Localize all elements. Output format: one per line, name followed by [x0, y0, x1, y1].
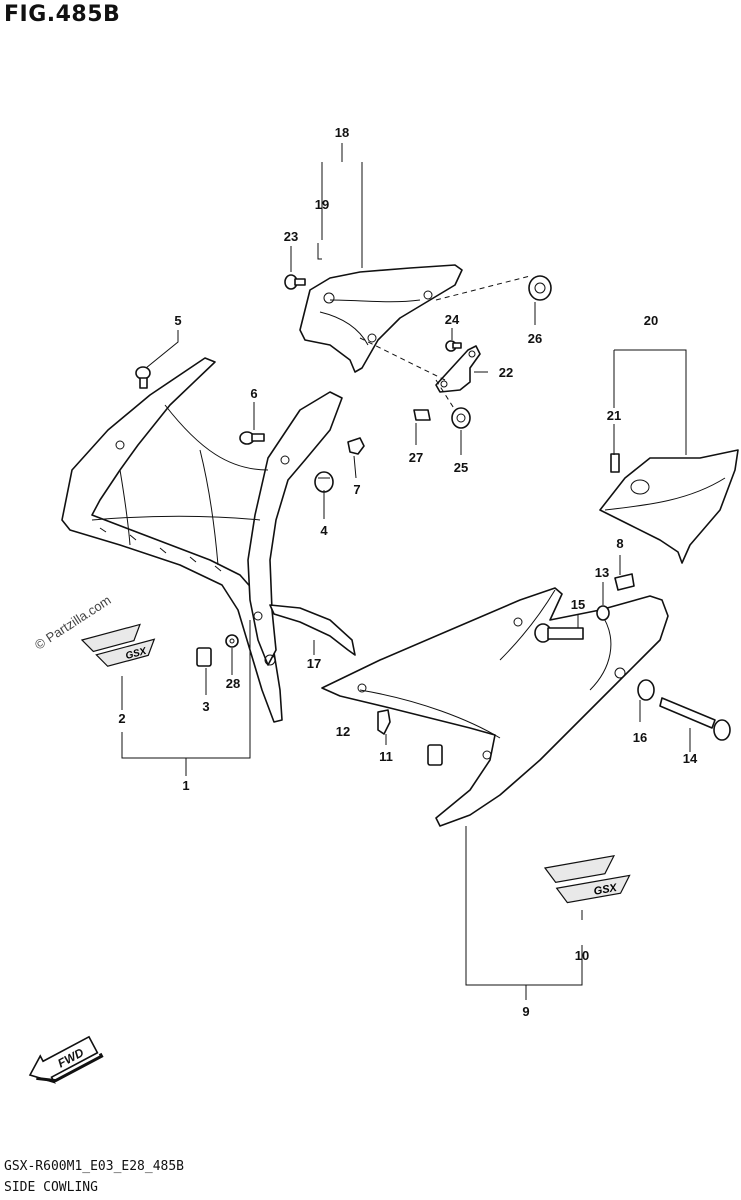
callout-11: 11 — [379, 749, 393, 764]
callout-8: 8 — [616, 536, 623, 551]
fwd-arrow: FWD — [28, 1035, 104, 1084]
well-nut-part — [314, 471, 334, 493]
callout-10: 10 — [575, 948, 589, 963]
grommet-part — [225, 634, 239, 648]
grommet-part-25 — [451, 407, 471, 429]
callout-6: 6 — [250, 386, 257, 401]
screw-part-24 — [445, 340, 462, 352]
bolt-part-14 — [659, 697, 731, 741]
callout-numbers: 18 19 23 5 24 26 20 22 6 21 27 25 7 4 8 … — [118, 125, 698, 1019]
callout-24: 24 — [445, 312, 460, 327]
callout-21: 21 — [607, 408, 621, 423]
callout-20: 20 — [644, 313, 658, 328]
screw-part-23 — [284, 274, 306, 290]
tape-part-8 — [614, 573, 635, 591]
screw-part-6 — [239, 431, 265, 445]
clip-part — [196, 647, 212, 667]
collar-part-16 — [637, 679, 655, 701]
washer-part-13 — [596, 605, 610, 621]
callout-17: 17 — [307, 656, 321, 671]
callout-28: 28 — [226, 676, 240, 691]
assembly-line — [435, 275, 531, 301]
callout-12: 12 — [336, 724, 350, 739]
callout-16: 16 — [633, 730, 647, 745]
figure-name: SIDE COWLING — [4, 1180, 98, 1195]
grommet-part-26 — [528, 275, 552, 301]
cap-part-7 — [347, 437, 365, 455]
side-cowling-front-part — [61, 357, 343, 723]
callout-25: 25 — [454, 460, 468, 475]
callout-7: 7 — [353, 482, 360, 497]
tape-part-27 — [413, 409, 431, 421]
callout-1: 1 — [182, 778, 189, 793]
inner-panel-part — [299, 264, 463, 373]
emblem-rear: GSX — [543, 855, 631, 904]
callout-15: 15 — [571, 597, 585, 612]
assembly-line — [435, 379, 456, 411]
assembly-line — [359, 337, 446, 381]
callout-13: 13 — [595, 565, 609, 580]
emblem-rear-text: GSX — [593, 882, 619, 898]
callout-2: 2 — [118, 711, 125, 726]
callout-3: 3 — [202, 699, 209, 714]
callout-14: 14 — [683, 751, 698, 766]
clip-part-19 — [317, 243, 322, 260]
leader-lines — [121, 143, 691, 1000]
callout-22: 22 — [499, 365, 513, 380]
screw-part-5 — [135, 366, 151, 389]
figure-code: GSX-R600M1_E03_E28_485B — [4, 1159, 185, 1174]
emblem-front: GSX — [80, 623, 156, 667]
side-cowling-rear-part — [321, 587, 669, 827]
callout-4: 4 — [320, 523, 328, 538]
bolt-part-15 — [534, 623, 584, 643]
callout-19: 19 — [315, 197, 329, 212]
screw-part-11 — [377, 709, 391, 735]
callout-18: 18 — [335, 125, 349, 140]
callout-26: 26 — [528, 331, 542, 346]
rear-cover-part — [599, 449, 739, 564]
callout-9: 9 — [522, 1004, 529, 1019]
tape-part-21 — [610, 453, 620, 473]
callout-27: 27 — [409, 450, 423, 465]
callout-23: 23 — [284, 229, 298, 244]
figure-title: FIG.485B — [4, 2, 121, 27]
strip-part-17 — [269, 604, 356, 656]
callout-5: 5 — [174, 313, 181, 328]
bracket-part — [435, 345, 481, 393]
clip-part-12 — [427, 744, 443, 766]
